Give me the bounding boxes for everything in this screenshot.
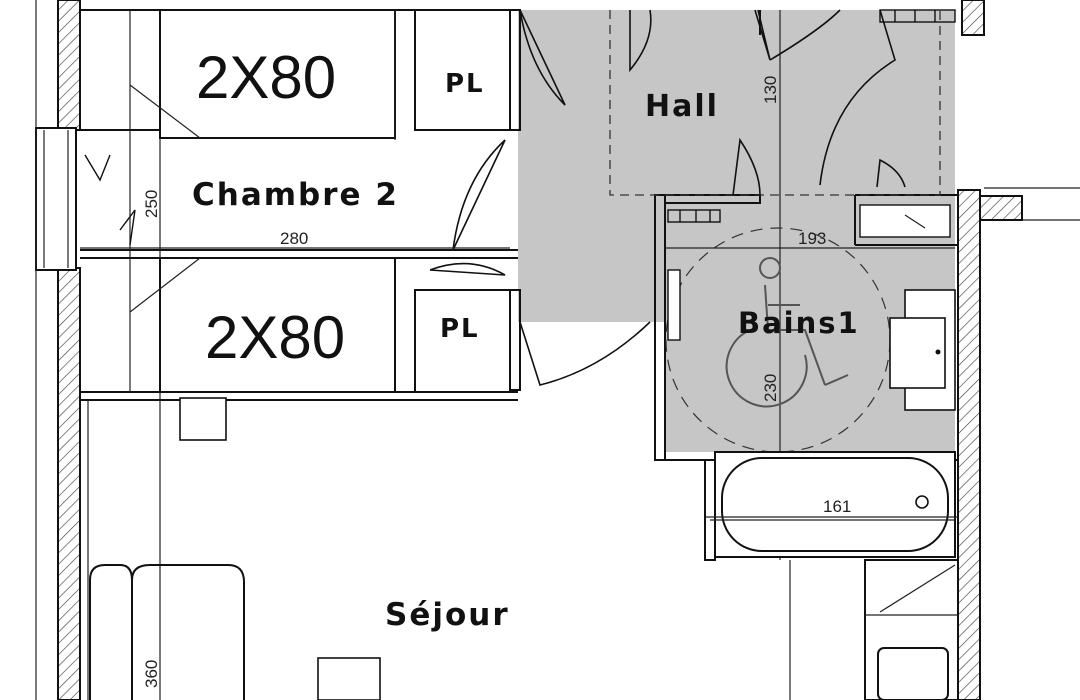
window-icon [84, 154, 136, 246]
closet-bottom [414, 289, 511, 393]
room-label-sejour: Séjour [385, 597, 510, 633]
right-wall [957, 189, 981, 700]
bed-top [159, 9, 396, 139]
hall-shaded-area [518, 10, 955, 452]
closet-label-top: PL [445, 69, 485, 99]
bed-bottom [159, 257, 396, 393]
bathtub [714, 451, 956, 558]
sofa [89, 564, 133, 700]
wheelchair-icon [725, 257, 849, 408]
room-label-hall: Hall [645, 89, 719, 124]
radiator-hall [879, 9, 956, 23]
door-entry [819, 9, 896, 186]
door-chambre [451, 139, 510, 251]
room-label-chambre: Chambre 2 [192, 177, 399, 213]
dim-chambre-height: 250 [142, 190, 161, 218]
mirror-cabinet [859, 204, 951, 238]
closet-top [414, 9, 511, 131]
dim-sejour-height: 360 [142, 660, 161, 688]
door-hall-top [519, 9, 566, 106]
hall-dashed-zone [609, 10, 941, 196]
left-wall-lower [57, 267, 81, 700]
dim-hall-height: 130 [761, 76, 780, 104]
top-right-wall [961, 0, 985, 36]
door-bains [732, 137, 761, 196]
dim-bains-height: 230 [761, 374, 780, 402]
bed-label-bottom: 2X80 [205, 304, 345, 371]
nightstand [179, 397, 227, 441]
grab-bar [667, 269, 681, 341]
closet-label-bottom: PL [440, 314, 480, 344]
dim-chambre-width: 280 [280, 229, 308, 248]
dim-bath-length: 161 [823, 497, 851, 516]
window-left [35, 127, 77, 271]
radiator-bains [667, 209, 721, 223]
bed-label-top: 2X80 [196, 44, 336, 111]
left-wall-upper [57, 0, 81, 131]
right-wall-stub [979, 195, 1023, 221]
dim-bains-width: 193 [798, 229, 826, 248]
room-label-bains: Bains1 [738, 306, 860, 340]
door-bottom-closet [429, 262, 506, 276]
table [317, 657, 381, 700]
door-sejour [519, 321, 651, 386]
